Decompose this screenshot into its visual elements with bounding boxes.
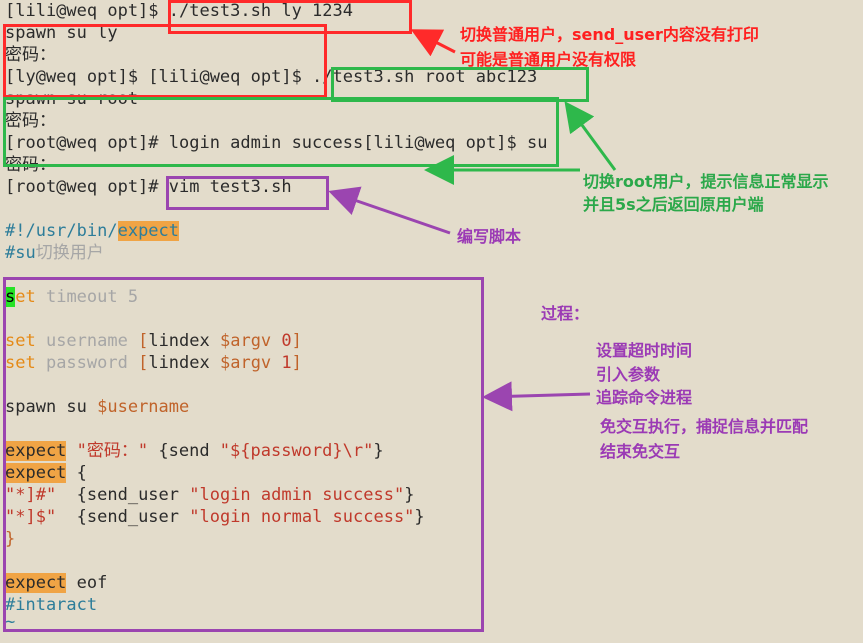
script-line-tilde: ~ <box>5 616 605 628</box>
note-write-script: 编写脚本 <box>457 227 522 246</box>
script-line-interact: #intaract <box>5 594 605 616</box>
script-line-timeout: set timeout 5 <box>5 286 605 308</box>
output-box-ly <box>3 24 327 98</box>
bracket: ] <box>291 353 302 373</box>
expect-keyword: expect <box>5 573 67 593</box>
terminal-line: [root@weq opt]# login admin success[lili… <box>5 133 548 153</box>
shebang-expect: expect <box>117 221 180 241</box>
note-red-line2: 可能是普通用户没有权限 <box>460 50 637 69</box>
spawn-cmd: spawn su <box>5 397 98 417</box>
send-value: "${password}\r" <box>219 441 374 461</box>
terminal: [lili@weq opt]$ ./test3.sh ly 1234 spawn… <box>5 0 605 628</box>
note-green-line2: 并且5s之后返回原用户端 <box>583 195 764 214</box>
send-user-text: "login normal success" <box>189 507 415 527</box>
note-step-timeout: 设置超时时间 <box>596 341 693 360</box>
send-user-text: "login admin success" <box>189 485 405 505</box>
comment-su: #su <box>5 243 36 263</box>
pattern-root: "*]#" <box>5 485 57 505</box>
script-line-expect-password: expect "密码：" {send "${password}\r"} <box>5 440 605 462</box>
script-line-close: } <box>5 528 605 550</box>
lindex-cmd: lindex <box>148 331 220 351</box>
script-body-box <box>3 277 484 632</box>
index-1: 1 <box>271 353 292 373</box>
output-box-root <box>3 97 559 167</box>
set-keyword-rest: et <box>15 287 36 307</box>
terminal-line: [ly@weq opt]$ [lili@weq opt]$ ./test3.sh… <box>5 67 538 87</box>
red-arrow <box>410 29 456 57</box>
note-green-line1: 切换root用户，提示信息正常显示 <box>583 172 829 191</box>
script-line-comment: #su切换用户 <box>5 242 605 264</box>
note-step-params: 引入参数 <box>596 365 661 384</box>
command-box-root <box>331 67 589 102</box>
bracket: ] <box>291 331 302 351</box>
note-step-expect: 免交互执行，捕捉信息并匹配 <box>600 417 809 436</box>
terminal-line: 密码： <box>5 111 56 131</box>
send-user-cmd: {send_user <box>56 485 190 505</box>
script-line-password: set password [lindex $argv 1] <box>5 352 605 374</box>
argv-var: $argv <box>219 353 272 373</box>
brace: } <box>373 441 384 461</box>
interact-comment: #intaract <box>5 595 98 615</box>
expect-keyword: expect <box>5 463 67 483</box>
bracket: [ <box>138 353 149 373</box>
argv-var: $argv <box>219 331 272 351</box>
terminal-line: [root@weq opt]# vim test3.sh <box>5 177 292 197</box>
purple-arrow-script <box>482 381 591 412</box>
script-line-pattern-root: "*]#" {send_user "login admin success"} <box>5 484 605 506</box>
lindex-cmd: lindex <box>148 353 220 373</box>
bracket: [ <box>138 331 149 351</box>
pattern-user: "*]$" <box>5 507 57 527</box>
timeout-text: timeout 5 <box>35 287 139 307</box>
terminal-line: [lili@weq opt]$ ./test3.sh ly 1234 <box>5 1 353 21</box>
terminal-line: spawn su ly <box>5 23 118 43</box>
set-keyword: set <box>5 353 36 373</box>
send-user-cmd: {send_user <box>56 507 190 527</box>
vim-command-box <box>166 176 329 210</box>
brace: { <box>66 463 87 483</box>
note-step-spawn: 追踪命令进程 <box>596 388 693 407</box>
cursor: s <box>5 287 16 307</box>
spawn-var: $username <box>97 397 190 417</box>
script-line-expect-block: expect { <box>5 462 605 484</box>
brace: } <box>414 507 425 527</box>
index-0: 0 <box>271 331 292 351</box>
script-line-username: set username [lindex $argv 0] <box>5 330 605 352</box>
note-red-line1: 切换普通用户，send_user内容没有打印 <box>460 25 759 44</box>
comment-text: 切换用户 <box>35 243 104 263</box>
password-var: password <box>35 353 139 373</box>
script-line-spawn: spawn su $username <box>5 396 605 418</box>
eof-text: eof <box>66 573 108 593</box>
command-box-ly <box>168 0 412 34</box>
username-var: username <box>35 331 139 351</box>
script-line-eof: expect eof <box>5 572 605 594</box>
brace: } <box>404 485 415 505</box>
note-process-heading: 过程： <box>541 304 590 323</box>
green-arrow-up <box>564 101 617 171</box>
note-step-eof: 结束免交互 <box>600 442 681 461</box>
terminal-line: 密码： <box>5 45 56 65</box>
expect-keyword: expect <box>5 441 67 461</box>
purple-arrow-vim <box>328 186 451 235</box>
expect-pattern: "密码：" <box>66 441 159 461</box>
set-keyword: set <box>5 331 36 351</box>
brace: } <box>5 529 16 549</box>
send-cmd: {send <box>158 441 220 461</box>
script-line-pattern-user: "*]$" {send_user "login normal success"} <box>5 506 605 528</box>
script-line-shebang: #!/usr/bin/expect <box>5 220 605 242</box>
shebang-path: #!/usr/bin/ <box>5 221 118 241</box>
tilde-marker: ~ <box>5 616 16 628</box>
